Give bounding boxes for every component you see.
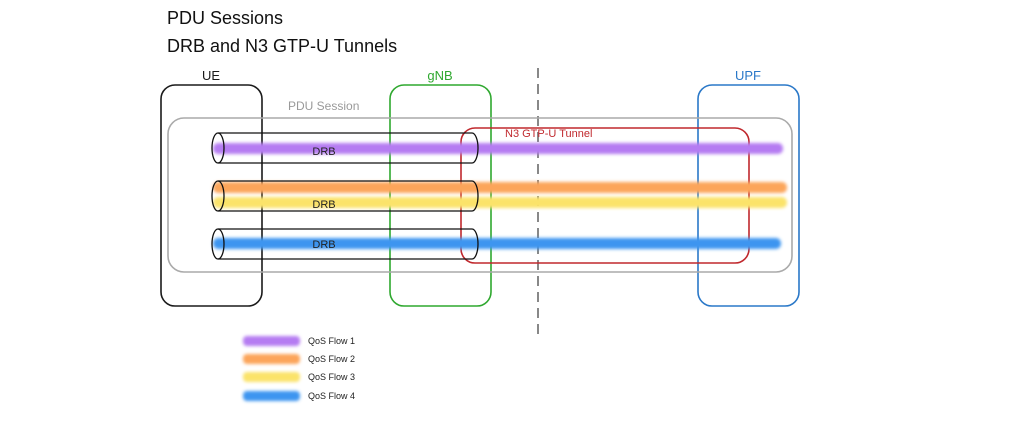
drb-2-label: DRB	[312, 199, 335, 211]
legend-swatch-qos-flow-4	[243, 391, 300, 401]
legend-swatch-qos-flow-3	[243, 372, 300, 382]
pdu-session-box	[167, 117, 793, 273]
n3-tunnel-label: N3 GTP-U Tunnel	[505, 128, 592, 140]
legend-label-qos-flow-1: QoS Flow 1	[308, 336, 355, 346]
qos-flow-4-bar	[213, 238, 781, 249]
diagram-subtitle: DRB and N3 GTP-U Tunnels	[167, 36, 398, 56]
drb-2	[211, 180, 479, 212]
drb-3-label: DRB	[312, 239, 335, 251]
legend-label-qos-flow-4: QoS Flow 4	[308, 391, 355, 401]
upf-box	[697, 84, 800, 307]
qos-flow-1-bar	[213, 143, 783, 154]
ue-label: UE	[202, 68, 220, 83]
upf-label: UPF	[735, 68, 761, 83]
drb-3	[211, 228, 479, 260]
legend-swatch-qos-flow-1	[243, 336, 300, 346]
qos-flow-3-bar	[213, 197, 787, 208]
diagram-title: PDU Sessions	[167, 8, 284, 28]
qos-flow-2-bar	[213, 182, 787, 193]
legend: QoS Flow 1 QoS Flow 2 QoS Flow 3 QoS Flo…	[243, 336, 355, 401]
pdu-session-label: PDU Session	[288, 99, 359, 113]
legend-label-qos-flow-3: QoS Flow 3	[308, 372, 355, 382]
gnb-box	[389, 84, 492, 307]
drb-1	[211, 132, 479, 164]
n3-tunnel-box	[460, 127, 750, 264]
drb-1-label: DRB	[312, 146, 335, 158]
legend-label-qos-flow-2: QoS Flow 2	[308, 354, 355, 364]
legend-swatch-qos-flow-2	[243, 354, 300, 364]
gnb-label: gNB	[427, 68, 452, 83]
ue-box	[160, 84, 263, 307]
